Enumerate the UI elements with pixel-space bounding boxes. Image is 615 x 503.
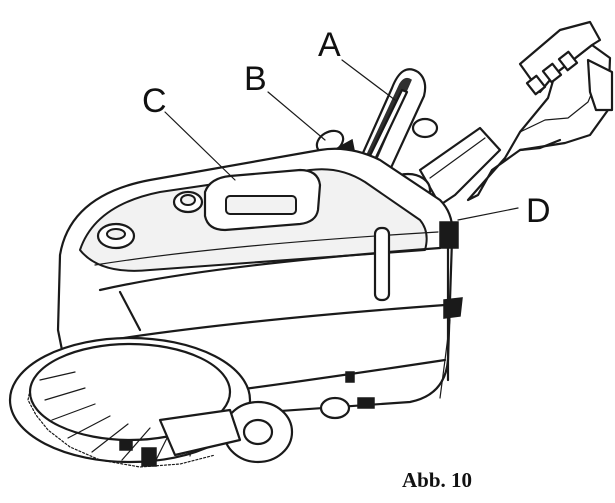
leader-d: [457, 207, 519, 221]
leader-a: [341, 59, 396, 101]
squeegee: [119, 371, 375, 467]
rear-wheel: [222, 396, 351, 464]
figure-caption: Abb. 10: [402, 468, 473, 492]
callout-d: D: [526, 192, 551, 230]
steering-handle: [466, 20, 614, 202]
callout-b: B: [244, 60, 267, 98]
callout-leaders: [164, 59, 519, 221]
leader-c: [164, 111, 236, 181]
callout-a: A: [318, 26, 341, 64]
callout-c: C: [142, 82, 167, 120]
leader-b: [267, 91, 326, 141]
